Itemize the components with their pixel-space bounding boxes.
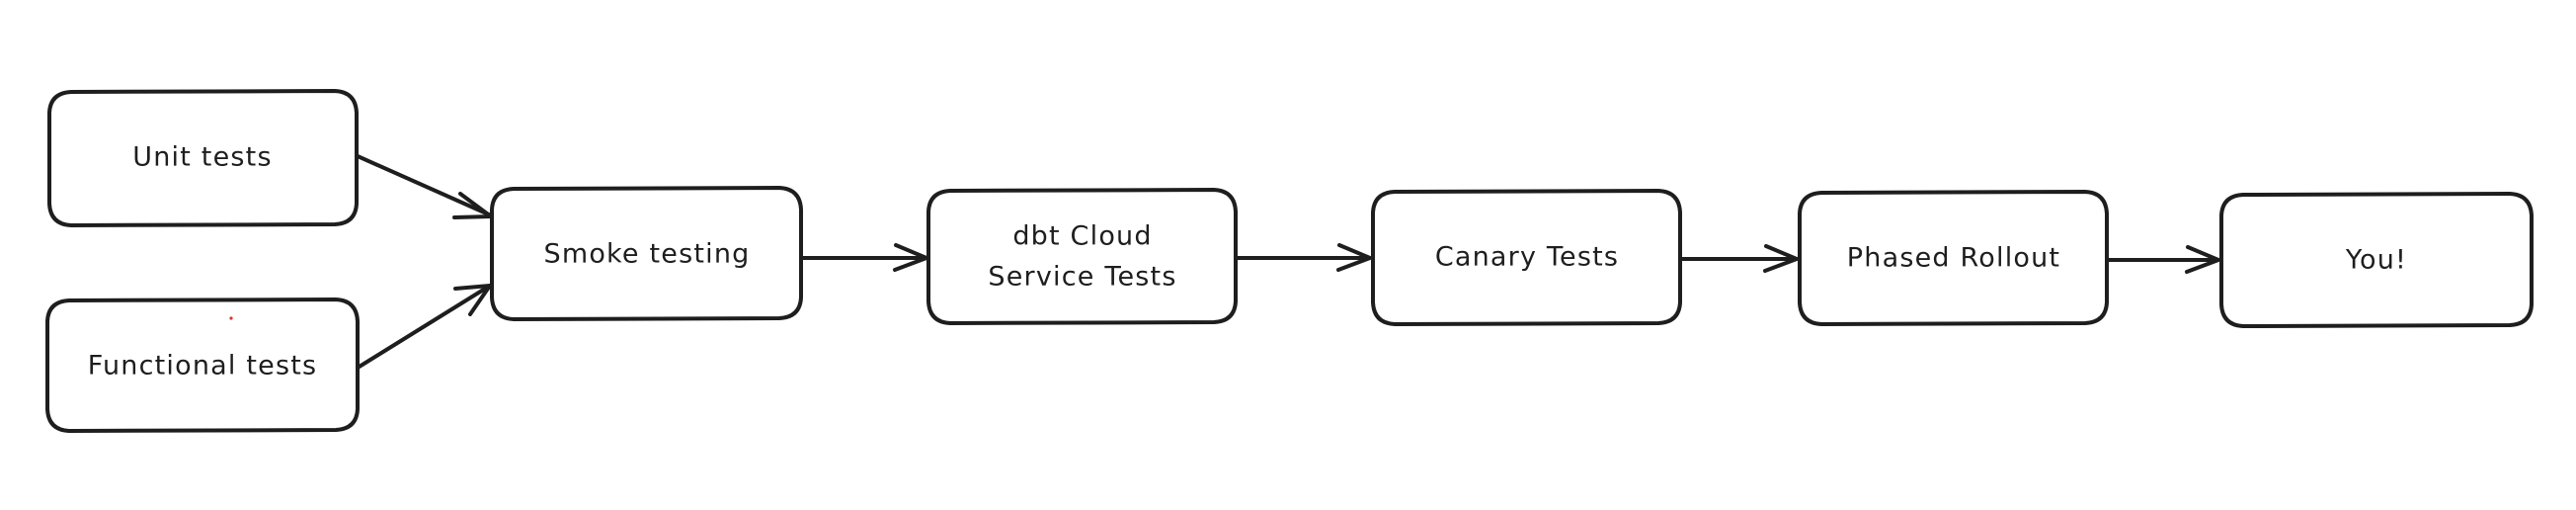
node-label-dbt-cloud-line1: dbt Cloud <box>1012 221 1152 252</box>
stray-speck <box>229 316 233 320</box>
node-canary-tests[interactable]: Canary Tests <box>1371 189 1682 326</box>
node-dbt-cloud-service-tests[interactable]: dbt Cloud Service Tests <box>926 188 1238 325</box>
node-label-canary-tests: Canary Tests <box>1435 242 1619 273</box>
edge-unit-to-smoke[interactable] <box>356 154 493 219</box>
node-label-unit-tests: Unit tests <box>132 142 272 173</box>
edge-dbt-to-canary[interactable] <box>1235 243 1372 272</box>
node-unit-tests[interactable]: Unit tests <box>47 89 359 227</box>
node-phased-rollout[interactable]: Phased Rollout <box>1798 190 2109 326</box>
node-label-dbt-cloud-line2: Service Tests <box>988 262 1176 293</box>
edge-canary-to-phased[interactable] <box>1679 244 1799 273</box>
node-smoke-testing[interactable]: Smoke testing <box>490 186 803 321</box>
edge-smoke-to-dbt[interactable] <box>800 243 928 272</box>
node-functional-tests[interactable]: Functional tests <box>45 298 360 433</box>
node-label-smoke-testing: Smoke testing <box>543 239 750 270</box>
edge-functional-to-smoke[interactable] <box>356 284 492 370</box>
node-you[interactable]: You! <box>2219 192 2534 328</box>
node-label-you: You! <box>2345 245 2407 276</box>
node-label-functional-tests: Functional tests <box>88 351 318 382</box>
edge-phased-to-you[interactable] <box>2106 245 2220 274</box>
node-label-phased-rollout: Phased Rollout <box>1847 243 2060 274</box>
